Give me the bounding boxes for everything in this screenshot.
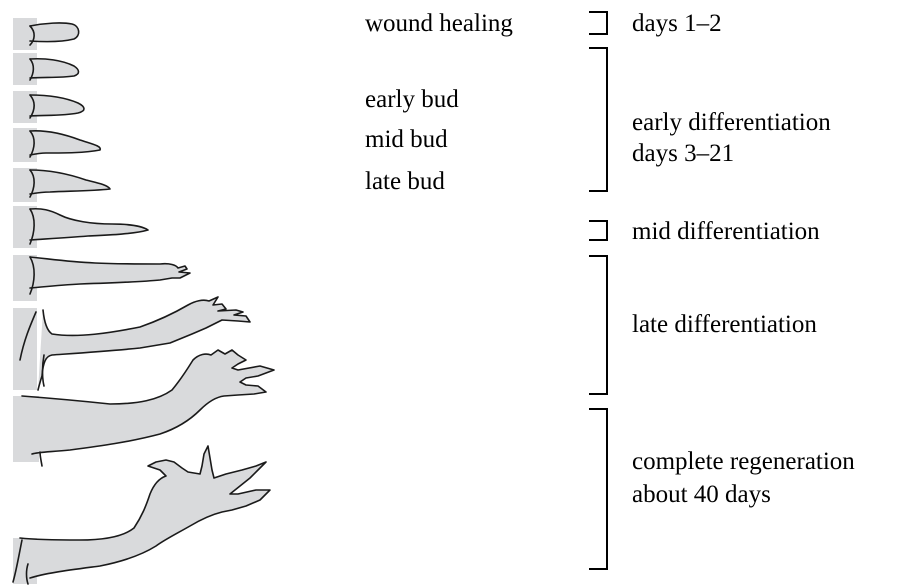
label-late-bud: late bud: [365, 168, 445, 195]
label-about-40-days: about 40 days: [632, 481, 771, 508]
limb-stage-2-early-bud: [13, 53, 79, 85]
limb-stage-6: [13, 206, 148, 248]
limb-stage-1-wound-healing: [13, 18, 79, 50]
limb-stage-5: [13, 168, 110, 202]
limb-stage-10-complete-regeneration: [13, 446, 270, 584]
label-late-differentiation: late differentiation: [632, 311, 817, 338]
label-days-3-21: days 3–21: [632, 140, 734, 167]
limb-stage-4-late-bud: [13, 128, 100, 162]
label-early-bud: early bud: [365, 86, 459, 113]
label-days-1-2: days 1–2: [632, 10, 722, 37]
bracket-late-differentiation: [589, 256, 607, 394]
label-mid-differentiation: mid differentiation: [632, 218, 820, 245]
bracket-wound-healing: [589, 12, 607, 34]
label-early-differentiation: early differentiation: [632, 109, 831, 136]
bracket-early-differentiation: [589, 48, 607, 191]
limb-stage-7: [13, 255, 190, 301]
label-wound-healing: wound healing: [365, 10, 513, 37]
limb-stage-3-mid-bud: [13, 91, 84, 123]
label-mid-bud: mid bud: [365, 126, 448, 153]
bracket-mid-differentiation: [589, 221, 607, 240]
bracket-complete-regeneration: [589, 409, 607, 569]
label-complete-regeneration: complete regeneration: [632, 448, 855, 475]
limb-stage-9: [13, 350, 274, 466]
